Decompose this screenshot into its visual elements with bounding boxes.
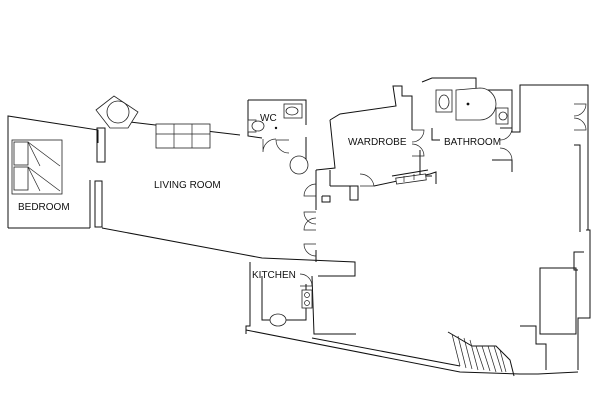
outer-walls: [7, 77, 591, 377]
room-label-kitchen: KITCHEN: [252, 270, 296, 281]
kitchen-fixtures: [269, 289, 313, 327]
room-label-living-room: LIVING ROOM: [154, 180, 221, 191]
wardrobe-shelves: [395, 173, 427, 185]
round-table: [95, 95, 139, 129]
bed: [11, 139, 63, 195]
stairs: [451, 333, 507, 373]
room-label-wardrobe: WARDROBE: [348, 137, 407, 148]
room-label-wc: WC: [260, 113, 277, 124]
bathroom-fixtures: [435, 87, 513, 132]
room-label-bathroom: BATHROOM: [444, 137, 501, 148]
stove-circle: [289, 155, 309, 175]
room-label-bedroom: BEDROOM: [18, 202, 70, 213]
doors: [262, 103, 587, 287]
sofa: [155, 123, 211, 149]
wc-fixtures: [247, 103, 303, 133]
